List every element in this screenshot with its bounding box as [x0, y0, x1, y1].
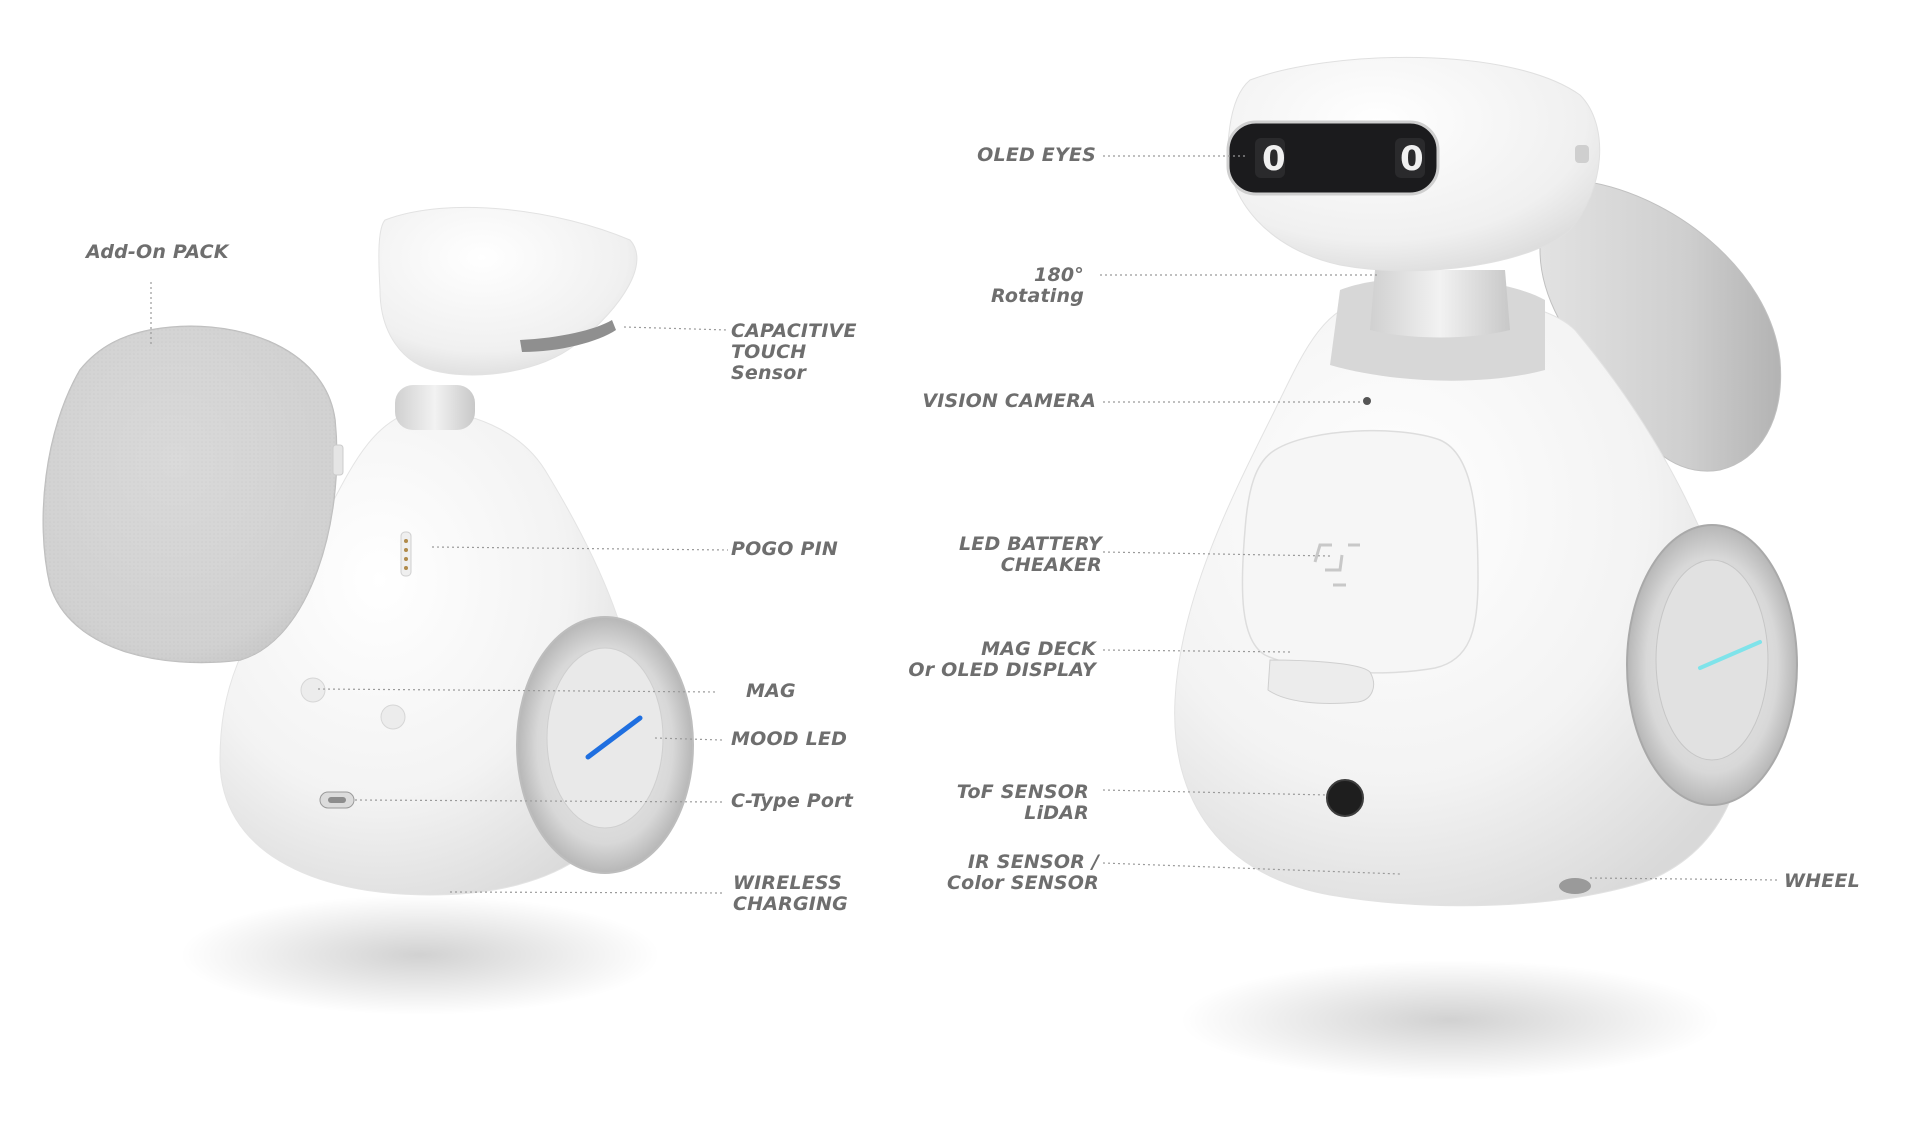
label-oled-eyes-line1: OLED EYES — [977, 144, 1096, 166]
label-led-battery-line2: CHEAKER — [1000, 554, 1102, 576]
label-addon-pack: Add-On PACK — [86, 242, 229, 263]
mag-deck — [1267, 659, 1374, 704]
label-c-type-port-line1: C-Type Port — [731, 790, 853, 812]
right-eye-glyph: 0 — [1400, 139, 1424, 179]
pogo-pin — [400, 531, 412, 577]
battery-indicator-logo — [1313, 543, 1360, 587]
label-pogo-pin: POGO PIN — [731, 539, 838, 560]
left-robot-head — [378, 206, 638, 376]
leader-mood-led — [654, 737, 723, 741]
label-ir-sensor-line2: Color SENSOR — [947, 872, 1099, 894]
left-eye-glyph: 0 — [1262, 139, 1286, 179]
front-panel — [1241, 429, 1479, 674]
label-vision-camera: VISION CAMERA — [922, 391, 1096, 412]
label-mood-led-line1: MOOD LED — [731, 728, 848, 750]
label-mag-deck-line2: Or OLED DISPLAY — [908, 659, 1096, 681]
left-robot-neck — [395, 385, 475, 430]
leader-lines — [150, 155, 1779, 894]
label-wheel: WHEEL — [1784, 871, 1860, 892]
right-back-pack — [1539, 179, 1782, 472]
addon-pack — [42, 325, 344, 664]
label-wireless-charging-line1: WIRELESS — [733, 872, 843, 894]
mood-led-bar — [585, 715, 643, 760]
label-oled-eyes: OLED EYES — [977, 145, 1096, 166]
label-tof-sensor-line1: ToF SENSOR — [956, 781, 1089, 803]
leader-wheel — [1589, 877, 1779, 881]
label-tof-sensor-line2: LiDAR — [1024, 802, 1089, 824]
label-wireless-charging-line2: CHARGING — [733, 893, 848, 915]
label-rotating: 180° Rotating — [991, 265, 1084, 307]
label-addon-pack-line1: Add-On PACK — [86, 241, 229, 263]
left-robot — [42, 206, 694, 1015]
touch-sensor-strip — [520, 320, 616, 352]
oled-eyes-display — [1226, 120, 1440, 196]
label-led-battery: LED BATTERY CHEAKER — [959, 534, 1102, 576]
mag-dot-2 — [380, 704, 406, 730]
left-speaker — [516, 616, 694, 874]
leader-pogo-pin — [431, 546, 729, 551]
head-side-button — [1575, 145, 1589, 163]
label-mood-led: MOOD LED — [731, 729, 847, 750]
leader-c-type-port — [354, 799, 725, 803]
label-c-type-port: C-Type Port — [731, 791, 853, 812]
label-tof-sensor: ToF SENSOR LiDAR — [957, 782, 1089, 824]
wheel — [1559, 878, 1591, 894]
label-ir-sensor-line1: IR SENSOR / — [967, 851, 1099, 873]
leader-mag-deck — [1102, 649, 1291, 653]
label-ir-sensor: IR SENSOR / Color SENSOR — [947, 852, 1099, 894]
label-led-battery-line1: LED BATTERY — [958, 533, 1102, 555]
label-capacitive-touch-line2: TOUCH — [731, 341, 807, 363]
label-rotating-line2: Rotating — [991, 285, 1084, 307]
label-pogo-pin-line1: POGO PIN — [731, 538, 838, 560]
label-vision-camera-line1: VISION CAMERA — [922, 390, 1096, 412]
label-capacitive-touch: CAPACITIVE TOUCH Sensor — [731, 321, 857, 384]
label-mag-deck-line1: MAG DECK — [981, 638, 1096, 660]
right-wheel-speaker — [1626, 524, 1798, 806]
leader-mag — [317, 688, 719, 693]
tof-sensor-lens — [1326, 779, 1364, 817]
mood-led-cyan — [1698, 640, 1762, 670]
leader-capacitive-touch — [623, 326, 729, 331]
right-robot-neck — [1370, 270, 1510, 338]
label-wheel-line1: WHEEL — [1784, 870, 1860, 892]
right-robot — [1174, 56, 1798, 1080]
right-robot-shadow — [1180, 960, 1720, 1080]
label-capacitive-touch-line1: CAPACITIVE — [731, 320, 857, 342]
mag-dot-1 — [300, 677, 326, 703]
label-capacitive-touch-line3: Sensor — [731, 362, 807, 384]
label-rotating-line1: 180° — [1034, 264, 1084, 286]
label-wireless-charging: WIRELESS CHARGING — [733, 873, 848, 915]
label-mag-line1: MAG — [746, 680, 796, 702]
leader-wireless-charging — [449, 891, 725, 894]
left-robot-shadow — [180, 895, 660, 1015]
label-mag-deck: MAG DECK Or OLED DISPLAY — [908, 639, 1096, 681]
label-mag: MAG — [746, 681, 796, 702]
vision-camera-dot — [1363, 397, 1371, 405]
